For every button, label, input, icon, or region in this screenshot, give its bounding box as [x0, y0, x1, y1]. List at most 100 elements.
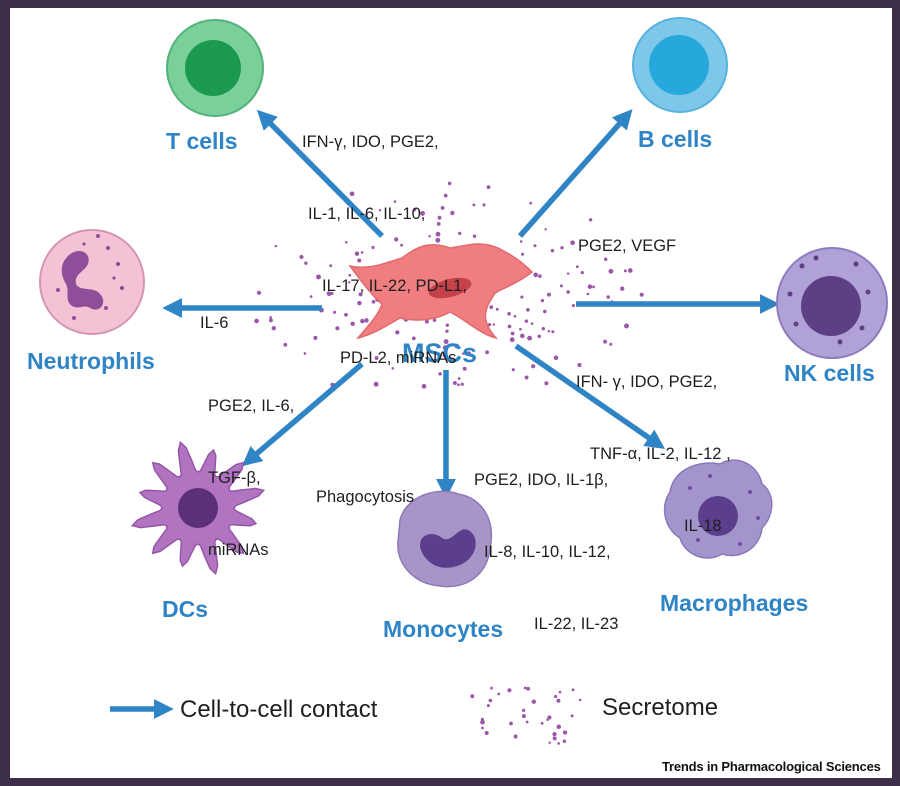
- factor-line: PGE2, IDO, IL-1β,: [474, 471, 609, 489]
- factors-t-cells: IFN-γ, IDO, PGE2, IL-1, IL-6, IL-10, IL-…: [302, 82, 467, 418]
- secretome-dot: [509, 721, 513, 726]
- factors-nk-cells: IFN- γ, IDO, PGE2, TNF-α, IL-2, IL-12 , …: [576, 322, 731, 586]
- secretome-dot: [519, 240, 523, 243]
- secretome-dot: [447, 357, 452, 361]
- neutrophil-icon: [39, 229, 145, 335]
- t-cell-icon: [166, 19, 264, 117]
- secretome-dot: [560, 246, 564, 250]
- secretome-dot: [608, 268, 614, 274]
- secretome-dot: [552, 732, 557, 737]
- secretome-dot: [445, 329, 449, 333]
- secretome-dot: [521, 708, 526, 713]
- secretome-dot: [570, 714, 574, 718]
- secretome-dot: [432, 318, 437, 322]
- secretome-dot: [609, 342, 613, 346]
- secretome-dot: [271, 326, 276, 331]
- secretome-dot: [447, 181, 452, 186]
- secretome-dot: [562, 730, 568, 735]
- macrophage-granules: [688, 474, 760, 546]
- secretome-dot: [495, 307, 499, 311]
- label-nk-cells: NK cells: [784, 360, 875, 386]
- secretome-dot: [488, 698, 493, 703]
- factors-neutrophils: IL-6: [200, 263, 228, 383]
- secretome-dot: [470, 694, 475, 699]
- journal-credit: Trends in Pharmacological Sciences: [662, 759, 881, 774]
- secretome-dot: [511, 368, 515, 372]
- secretome-dot: [378, 209, 382, 212]
- secretome-dot: [358, 292, 363, 297]
- secretome-dot: [544, 381, 549, 386]
- secretome-dot: [329, 264, 333, 268]
- secretome-dot: [497, 692, 501, 696]
- secretome-dot: [557, 742, 560, 745]
- label-macrophages: Macrophages: [660, 590, 809, 616]
- secretome-dot: [413, 208, 417, 212]
- secretome-dot: [299, 254, 304, 260]
- secretome-dot: [371, 245, 375, 250]
- secretome-dot: [309, 295, 313, 298]
- secretome-dot: [256, 290, 262, 295]
- secretome-dot: [335, 326, 340, 331]
- secretome-dot: [538, 274, 542, 278]
- secretome-dot: [547, 715, 552, 720]
- secretome-dot: [283, 342, 288, 347]
- macrophage-icon: [663, 459, 773, 559]
- secretome-dot: [435, 231, 441, 237]
- secretome-dot: [394, 237, 399, 242]
- secretome-dot: [525, 720, 529, 724]
- secretome-dot: [269, 316, 273, 319]
- secretome-dot: [460, 382, 464, 386]
- secretome-dot: [523, 686, 527, 690]
- label-neutrophils: Neutrophils: [27, 348, 155, 374]
- label-monocytes: Monocytes: [383, 616, 504, 642]
- secretome-dot: [254, 318, 259, 324]
- secretome-dot: [348, 273, 352, 277]
- secretome-dot: [639, 292, 644, 297]
- secretome-dot: [349, 191, 355, 197]
- secretome-dot: [443, 193, 448, 198]
- secretome-dot: [436, 221, 441, 226]
- secretome-dot: [548, 741, 551, 744]
- secretome-dot: [575, 265, 579, 269]
- legend-secretome-label: Secretome: [602, 694, 719, 721]
- figure-panel: T cells B cells Neutrophils NK cells DCs…: [10, 8, 892, 778]
- factor-line: IL-6: [200, 314, 229, 332]
- label-t-cells: T cells: [166, 128, 238, 154]
- secretome-dot: [526, 307, 530, 312]
- secretome-dot: [391, 367, 395, 370]
- secretome-dot: [316, 274, 321, 280]
- secretome-dot: [490, 686, 493, 690]
- secretome-dot: [411, 336, 416, 341]
- secretome-dot: [541, 327, 545, 331]
- secretome-dot: [426, 348, 430, 353]
- secretome-dot: [455, 344, 460, 349]
- secretome-dot: [472, 234, 477, 238]
- secretome-dot: [527, 335, 533, 341]
- factor-line: IL-1, IL-6, IL-10,: [308, 205, 426, 223]
- secretome-dot: [519, 327, 522, 331]
- secretome-dot: [484, 731, 489, 735]
- secretome-dot: [274, 244, 278, 248]
- secretome-dot: [577, 362, 582, 368]
- secretome-dot: [507, 324, 512, 329]
- legend-secretome-icon: [470, 686, 582, 745]
- secretome-dot: [586, 292, 590, 296]
- label-b-cells: B cells: [638, 126, 713, 152]
- diagram-canvas: [39, 17, 888, 745]
- factor-line: miRNAs: [208, 541, 269, 559]
- secretome-dot: [400, 243, 404, 247]
- secretome-dot: [540, 721, 544, 725]
- secretome-dot: [350, 321, 355, 327]
- secretome-dot: [443, 339, 449, 345]
- secretome-dot: [486, 185, 491, 190]
- secretome-dot: [627, 268, 633, 273]
- secretome-dot: [437, 215, 442, 220]
- secretome-dot: [395, 330, 400, 335]
- secretome-dot: [623, 269, 627, 273]
- secretome-dot: [492, 323, 495, 326]
- secretome-dot: [546, 292, 551, 297]
- arrow-to-dcs: [241, 361, 364, 467]
- msc-cell: [348, 243, 534, 340]
- secretome-dot: [540, 298, 545, 303]
